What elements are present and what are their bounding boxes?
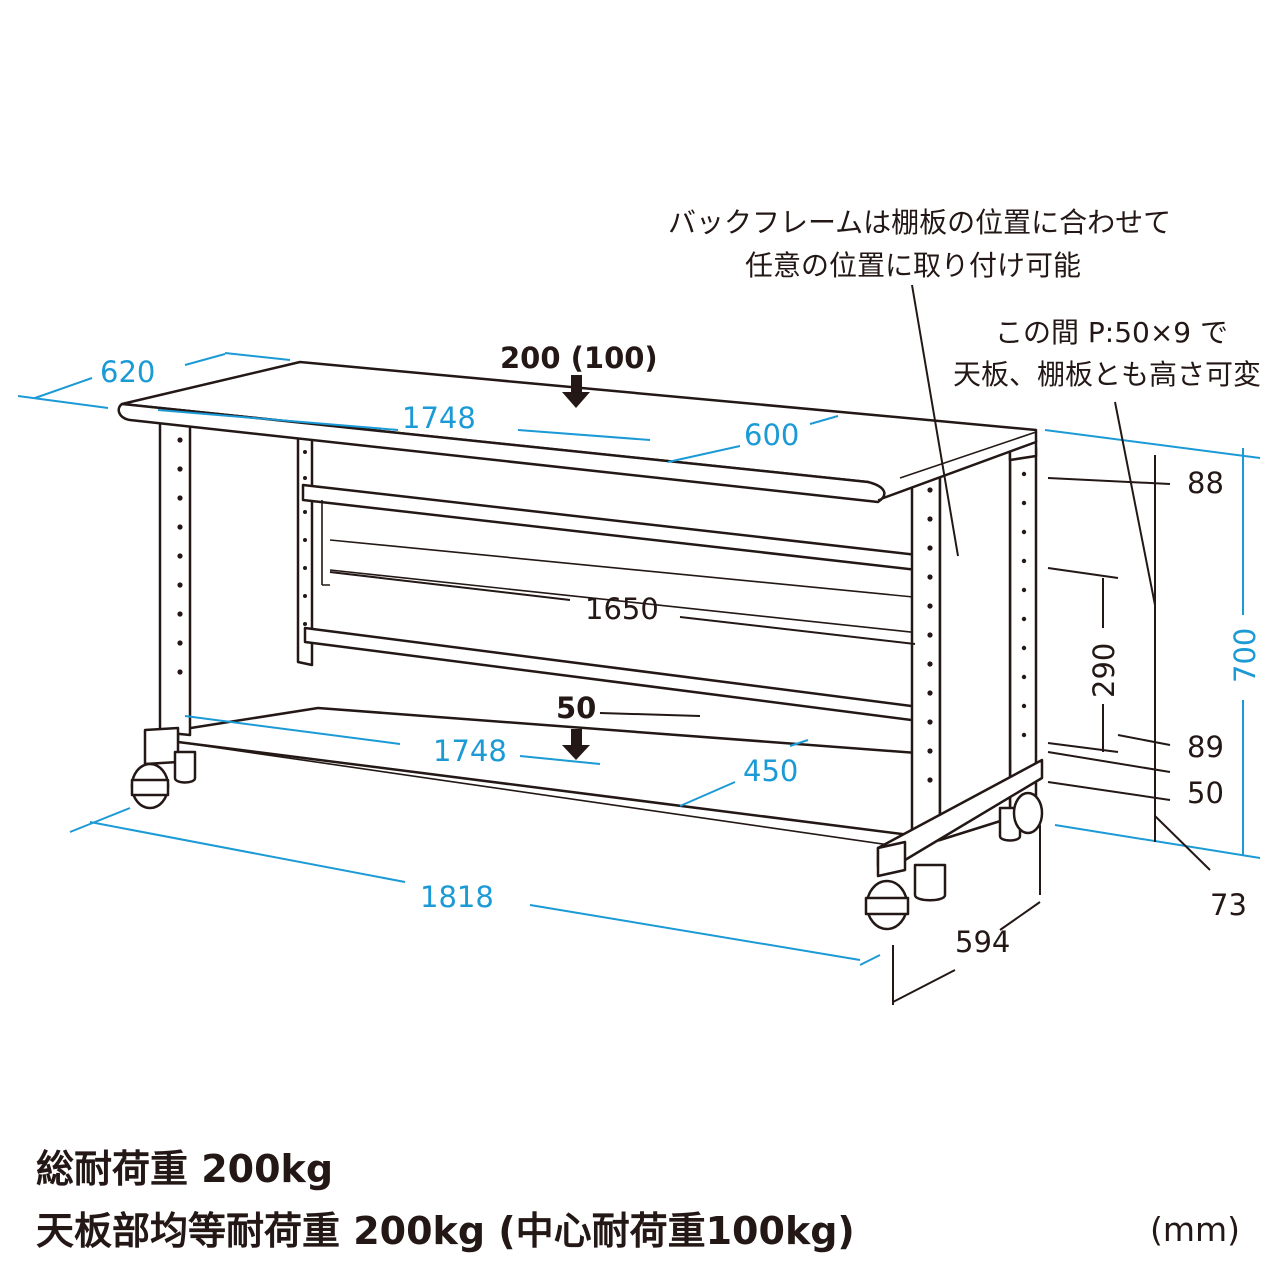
dim-width-shelf: 1748 [433, 734, 507, 768]
dim-height-total: 700 [1228, 628, 1262, 683]
note-pitch-line1: この間 P:50×9 で [995, 316, 1228, 349]
top-board-front-edge [117, 402, 886, 504]
dim-total-depth: 594 [955, 925, 1010, 959]
note-back-frame-line1: バックフレームは棚板の位置に合わせて [668, 206, 1171, 239]
dim-top-gap: 88 [1187, 466, 1224, 500]
dim-shelf-gap: 89 [1187, 730, 1224, 764]
dim-top-inner-depth: 600 [744, 418, 799, 452]
dim-caster-height: 73 [1210, 888, 1247, 922]
dim-shelf-depth: 450 [743, 754, 798, 788]
load-arrow-shelf [562, 729, 590, 760]
unit-label: (mm) [1150, 1210, 1241, 1249]
front-left-foot [143, 726, 180, 766]
dim-width-top: 1748 [402, 401, 476, 435]
right-side-frame [938, 426, 1012, 842]
dim-depth-top: 620 [100, 355, 155, 389]
dim-shelf-height: 50 [1187, 776, 1224, 810]
top-board-side-edge [877, 431, 1037, 501]
bottom-shelf [176, 706, 1012, 837]
load-shelf-label: 50 [556, 691, 596, 725]
dim-frame-inner-width: 1650 [585, 592, 659, 626]
casters [130, 750, 1044, 931]
front-left-post [158, 420, 192, 737]
spec-top-load: 天板部均等耐荷重 200kg (中心耐荷重100kg) [36, 1209, 855, 1253]
leader-lines [329, 284, 1211, 1005]
spec-total-load: 総耐荷重 200kg [36, 1147, 334, 1191]
desk-drawing [117, 360, 1044, 931]
note-pitch-line2: 天板、棚板とも高さ可変 [953, 358, 1261, 391]
dim-adjust-range: 290 [1087, 643, 1121, 698]
dimension-lines [17, 352, 1261, 966]
note-back-frame-line2: 任意の位置に取り付け可能 [745, 249, 1081, 282]
load-top-label: 200 (100) [500, 341, 658, 375]
front-right-post [910, 460, 942, 848]
back-frame-upper [301, 483, 1007, 582]
dim-total-width: 1818 [420, 880, 494, 914]
load-arrow-top [562, 375, 590, 408]
front-right-foot [876, 840, 907, 878]
adjustment-holes [177, 437, 1027, 783]
